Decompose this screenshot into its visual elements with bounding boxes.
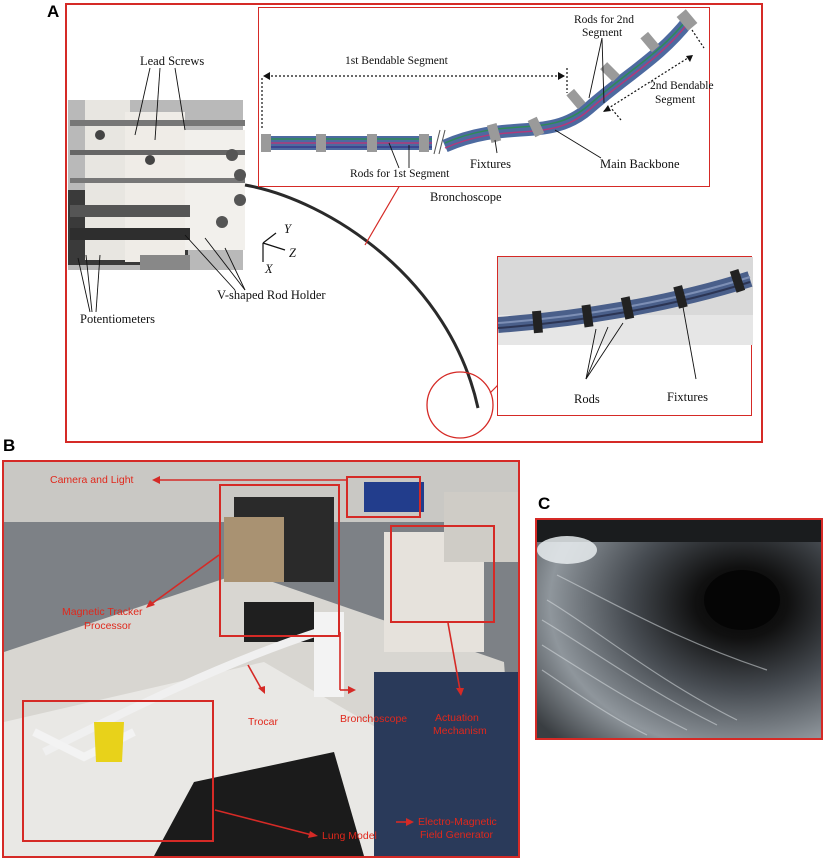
panel-b-letter: B xyxy=(3,436,16,455)
first-segment-label: 1st Bendable Segment xyxy=(345,55,448,67)
second-segment-label-2: Segment xyxy=(655,94,696,106)
tracker-label-1: Magnetic Tracker xyxy=(62,606,143,618)
panel-a-letter: A xyxy=(47,2,60,21)
camera-light-label: Camera and Light xyxy=(50,474,134,486)
field-generator-label-2: Field Generator xyxy=(420,829,493,841)
actuation-box xyxy=(390,525,495,623)
second-segment-label-1: 2nd Bendable xyxy=(650,80,714,92)
axis-y-label: Y xyxy=(284,222,291,236)
rods-inset-drawing xyxy=(498,257,753,380)
panel-a-frame xyxy=(65,3,763,443)
tracker-label-2: Processor xyxy=(84,620,132,632)
v-rod-holder-label: V-shaped Rod Holder xyxy=(217,288,326,302)
backbone-inset-drawing xyxy=(261,9,705,169)
panel-c-frame xyxy=(535,518,823,740)
first-segment-rods xyxy=(262,136,432,150)
endoscope-view-image xyxy=(537,520,821,738)
panel-c-letter: C xyxy=(538,494,551,513)
rods-2nd-label-2: Segment xyxy=(582,27,623,39)
lung-model-label: Lung Model xyxy=(322,830,377,842)
axis-x-label: X xyxy=(265,262,273,276)
bronchoscope-label: Bronchoscope xyxy=(430,190,502,204)
rods-inset xyxy=(497,256,753,416)
backbone-inset xyxy=(258,7,710,187)
fixtures-top-label: Fixtures xyxy=(470,157,511,171)
rods-2nd-label-1: Rods for 2nd xyxy=(574,14,635,26)
axis-z-label: Z xyxy=(289,246,296,260)
lung-box xyxy=(22,700,214,842)
bronchoscope-b-label: Bronchoscope xyxy=(340,713,408,725)
field-generator-label-1: Electro-Magnetic xyxy=(418,816,497,828)
tracker-box xyxy=(219,484,340,637)
rods-1st-label: Rods for 1st Segment xyxy=(350,168,450,180)
actuation-label-2: Mechanism xyxy=(433,725,487,737)
potentiometers-label: Potentiometers xyxy=(80,312,155,326)
trocar-label: Trocar xyxy=(248,716,278,728)
lead-screws-label: Lead Screws xyxy=(140,54,205,68)
actuation-label-1: Actuation xyxy=(435,712,479,724)
main-backbone-label: Main Backbone xyxy=(600,157,680,171)
fixtures-bottom-label: Fixtures xyxy=(667,390,708,404)
camera-box xyxy=(346,476,421,518)
rods-label: Rods xyxy=(574,392,600,406)
